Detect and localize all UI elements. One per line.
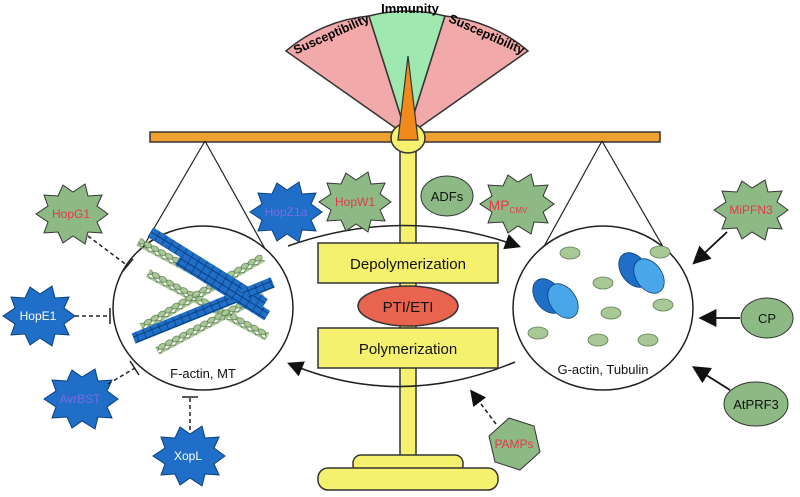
depolymerization-arrow xyxy=(287,224,522,250)
left-pan-label: F-actin, MT xyxy=(170,366,236,381)
node-shape xyxy=(420,175,474,217)
mp-main: MP xyxy=(489,197,510,213)
effector-label: AvrBST xyxy=(59,392,101,406)
activation-arrow xyxy=(692,231,728,265)
tubulin-beta xyxy=(633,258,665,294)
effector-xopl: XopL xyxy=(152,425,226,487)
star-shape xyxy=(2,285,76,347)
star-shape xyxy=(152,425,226,487)
star-shape xyxy=(479,173,555,235)
actin-filament xyxy=(139,253,266,332)
actin-monomer xyxy=(600,306,622,320)
polymerization-box xyxy=(317,327,499,369)
monomer-pool xyxy=(527,245,674,347)
effector-mp: MPCMV xyxy=(479,173,555,235)
star-shape xyxy=(43,368,119,430)
effector-hopg1: HopG1 xyxy=(35,183,109,245)
effector-label: XopL xyxy=(174,449,202,463)
inhibition-line xyxy=(87,235,129,267)
ptieti-label: PTI/ETI xyxy=(383,299,434,316)
inhibition-line xyxy=(107,367,136,385)
actin-filament xyxy=(155,290,266,355)
susceptibility-right-sector xyxy=(405,15,530,138)
actin-monomer xyxy=(592,276,614,290)
effector-pamps: PAMPs xyxy=(488,417,541,471)
effector-cp: CP xyxy=(740,297,794,339)
effector-hopz1a: HopZ1a xyxy=(249,181,323,243)
star-shape xyxy=(318,171,392,233)
node-shape xyxy=(740,297,794,339)
depolymerization-box xyxy=(317,242,499,284)
right-pan-label: G-actin, Tubulin xyxy=(557,362,648,377)
mp-subscript: CMV xyxy=(510,206,528,215)
inhibition-bar xyxy=(121,258,134,273)
effector-label: MiPFN3 xyxy=(729,203,773,217)
tubulin-dimer xyxy=(532,278,579,319)
tubulin-dimer xyxy=(618,252,665,294)
microtubule xyxy=(175,255,271,321)
effector-label: HopE1 xyxy=(20,309,57,323)
right-pan: G-actin, Tubulin xyxy=(512,140,694,391)
inhibition-bar xyxy=(129,360,140,376)
effector-label: ADFs xyxy=(431,189,464,204)
pillar-base-bottom xyxy=(317,467,499,491)
effector-label: CP xyxy=(758,311,776,326)
effector-label: MPCMV xyxy=(489,197,528,215)
effector-hopw1: HopW1 xyxy=(318,171,392,233)
depolymerization-label: Depolymerization xyxy=(350,256,466,273)
filament-network xyxy=(131,227,275,355)
susceptibility-left-sector xyxy=(284,15,409,138)
actin-monomer xyxy=(527,326,549,340)
microtubule xyxy=(147,227,268,309)
star-shape xyxy=(249,181,323,243)
star-shape xyxy=(713,179,789,241)
star-shape xyxy=(35,183,109,245)
effector-avrbst: AvrBST xyxy=(43,368,119,430)
tubulin-beta xyxy=(547,283,579,319)
effector-label: HopZ1a xyxy=(265,205,308,219)
effector-adfs: ADFs xyxy=(420,175,474,217)
effector-atprf3: AtPRF3 xyxy=(723,381,789,427)
effector-label: HopW1 xyxy=(335,195,375,209)
left-pan: F-actin, MT xyxy=(112,140,294,391)
actin-monomer xyxy=(652,298,674,312)
induction-arrow xyxy=(470,389,497,425)
node-shape xyxy=(723,381,789,427)
polymerization-arrow xyxy=(287,361,516,388)
activation-arrow xyxy=(691,366,731,391)
effector-hope1: HopE1 xyxy=(2,285,76,347)
actin-monomer xyxy=(559,246,581,260)
effector-label: HopG1 xyxy=(52,207,90,221)
polymerization-label: Polymerization xyxy=(359,341,457,358)
effector-mipfn3: MiPFN3 xyxy=(713,179,789,241)
ptieti-node xyxy=(357,285,459,327)
effector-label: AtPRF3 xyxy=(733,397,779,412)
gauge-needle xyxy=(397,55,419,141)
effector-label: PAMPs xyxy=(494,437,533,451)
actin-monomer xyxy=(587,333,609,347)
actin-monomer xyxy=(637,333,659,347)
gauge-center-label: Immunity xyxy=(381,1,440,16)
hexagon-shape xyxy=(488,417,541,471)
actin-monomer xyxy=(649,245,671,259)
